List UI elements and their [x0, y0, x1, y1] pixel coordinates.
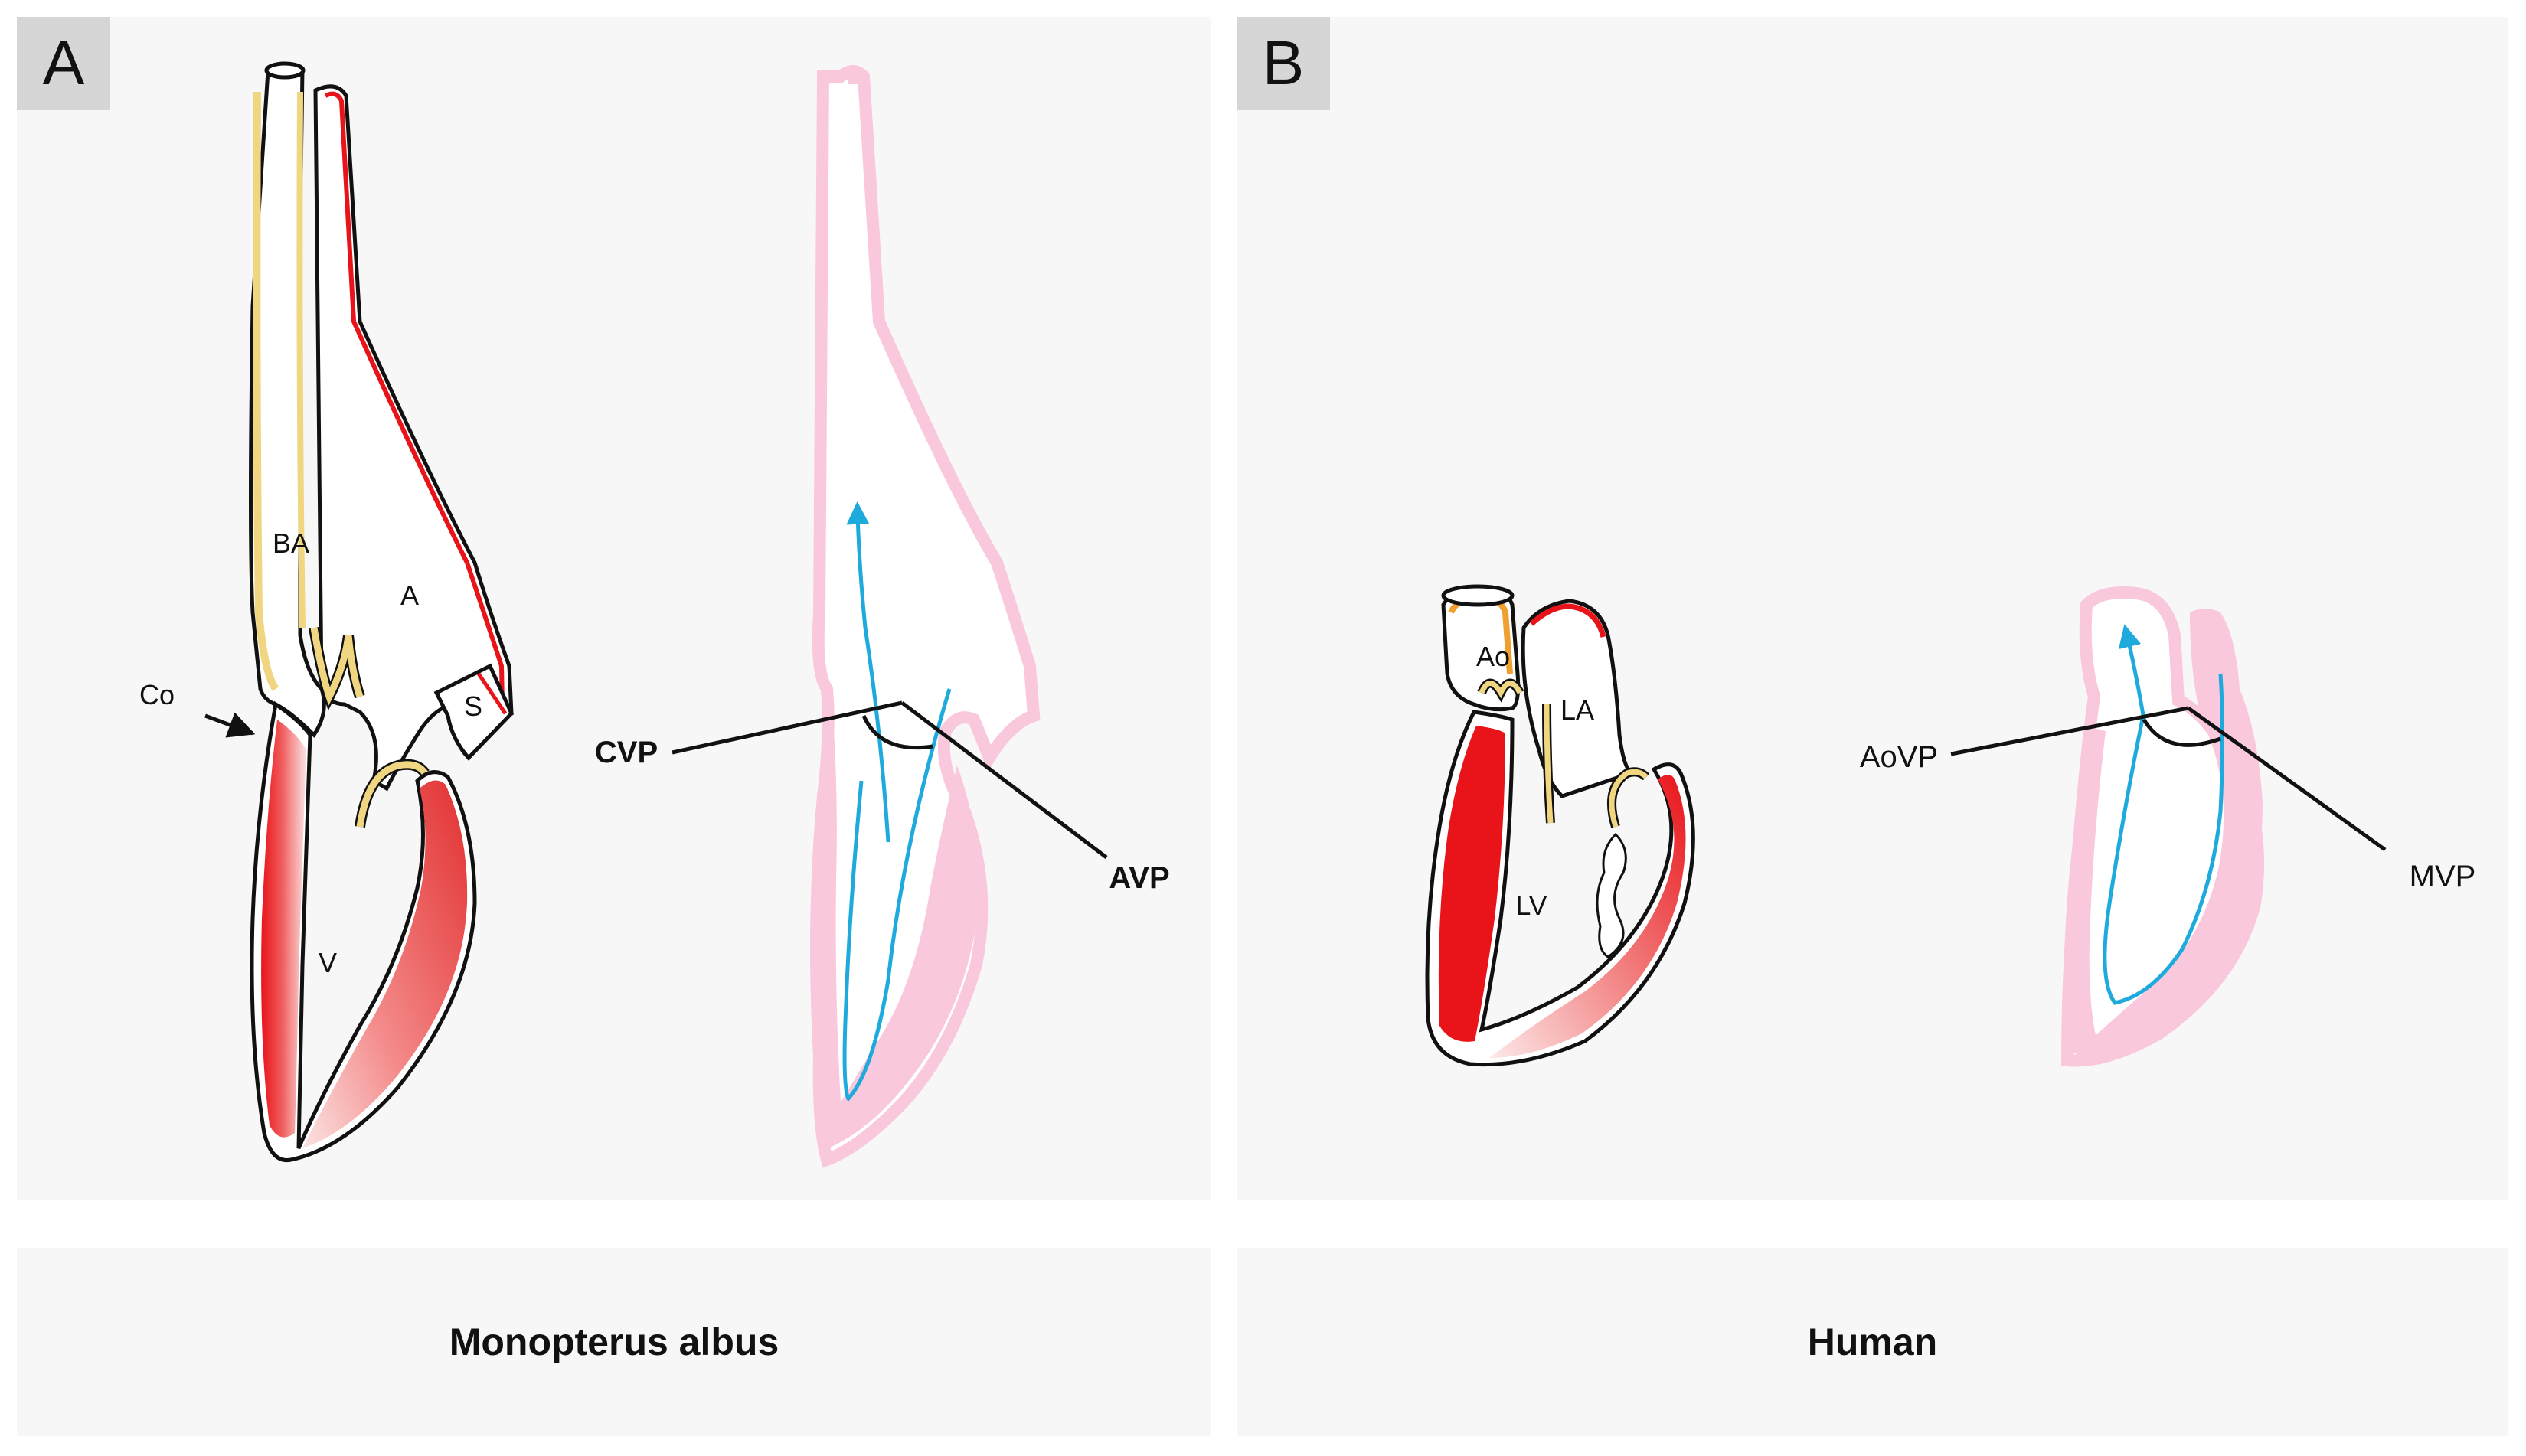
label-aorta: Ao	[1476, 641, 1510, 672]
mvp-line	[2187, 706, 2387, 852]
cvp-line	[672, 700, 903, 755]
avp-line	[900, 701, 1108, 859]
human-flow-path	[2103, 673, 2224, 1005]
label-left-atrium: LA	[1560, 694, 1594, 726]
panel-b-letter: B	[1237, 17, 1330, 110]
label-left-ventricle: LV	[1515, 890, 1547, 921]
aovp-line	[1950, 706, 2189, 756]
ventricle-wall	[250, 700, 477, 1163]
angle-arc-a	[861, 714, 933, 750]
label-ventricle: V	[319, 947, 337, 978]
caption-b-box: Human	[1237, 1248, 2508, 1436]
label-mvp: MVP	[2410, 860, 2476, 893]
angle-arc-b	[2142, 718, 2221, 747]
conus-arrow	[204, 712, 256, 738]
human-heart-silhouette	[2060, 586, 2265, 1067]
fish-flow-path	[842, 688, 952, 1102]
label-sinus: S	[464, 690, 482, 722]
fish-heart-drawing	[249, 61, 514, 1163]
human-flow-arrow	[2118, 624, 2146, 720]
fish-heart-silhouette	[810, 65, 1041, 1168]
label-cvp: CVP	[595, 736, 658, 769]
fish-flow-arrow	[846, 501, 890, 843]
caption-a-box: Monopterus albus	[17, 1248, 1211, 1436]
caption-a: Monopterus albus	[449, 1321, 779, 1363]
caption-b: Human	[1807, 1321, 1938, 1363]
panel-a-letter: A	[17, 17, 110, 110]
label-avp: AVP	[1109, 861, 1169, 895]
sinus-venosus	[433, 663, 514, 761]
human-heart-drawing	[1425, 584, 1695, 1067]
label-aovp: AoVP	[1860, 740, 1938, 774]
label-ba: BA	[273, 527, 309, 559]
label-conus: Co	[139, 679, 175, 710]
label-atrium: A	[400, 579, 419, 611]
